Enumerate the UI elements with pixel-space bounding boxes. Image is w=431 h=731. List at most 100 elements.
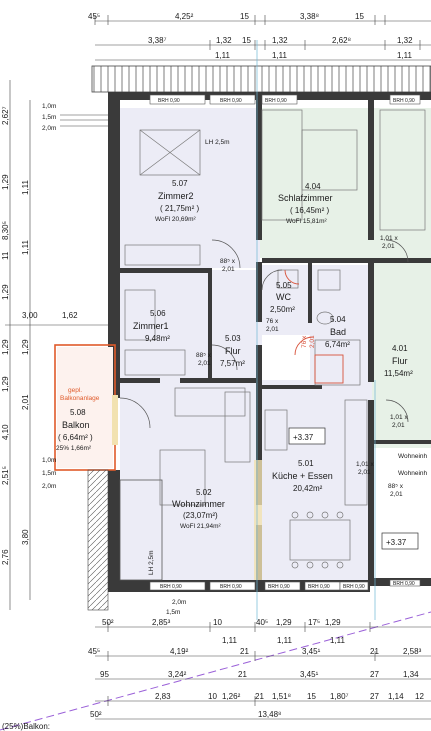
door-4-b: 2,01 [309, 335, 316, 348]
dim-b-19: 21 [238, 670, 247, 679]
dim-b-1: 50² [102, 618, 114, 627]
height-5: 1,5m [42, 470, 56, 477]
dim-b-5: 1,29 [276, 618, 292, 627]
dim-top-7: 1,32 [216, 36, 232, 45]
beam-1 [254, 460, 262, 580]
dim-v-7: 1,29 [1, 339, 10, 355]
left-dimension-labels: 1,0m 1,5m 2,0m 1,0m 1,5m 2,0m 3,00 1,62 [22, 103, 78, 490]
room-area: 2,50m² [270, 305, 295, 314]
room-fills [120, 108, 431, 580]
room-name: Flur [225, 346, 241, 356]
dim-v-12: 4,10 [1, 424, 10, 440]
door-1-a: 88⁵ x [220, 258, 236, 265]
dim-top-12: 1,11 [215, 51, 231, 60]
dim-b-17: 95 [100, 670, 109, 679]
door-swings [119, 239, 409, 429]
top-dimensions [94, 15, 431, 61]
dim-top-4: 3,38⁸ [300, 12, 319, 21]
dim-top-5: 15 [355, 12, 364, 21]
room-wofl: WoFl 21,94m² [180, 523, 222, 530]
lh-label-side: LH 2,5m [148, 550, 155, 575]
dim-b-6: 17⁵ [308, 618, 320, 627]
dim-top-10: 2,62⁸ [332, 36, 351, 45]
dim-b-7: 1,29 [325, 618, 341, 627]
room-name: Balkon [62, 420, 90, 430]
dim-top-3: 15 [240, 12, 249, 21]
room-number: 5.04 [330, 315, 346, 324]
dim-v-1: 2,62⁷ [1, 106, 10, 125]
footer-balkon: (25%)Balkon: [2, 722, 50, 731]
room-area: 11,54m² [384, 369, 413, 378]
room-number: 5.05 [276, 281, 292, 290]
room-number: 5.07 [172, 179, 188, 188]
door-6-a: 1,01 x [380, 235, 398, 242]
dim-b-22: 1,34 [403, 670, 419, 679]
door-1-b: 2,01 [222, 266, 235, 273]
dim-b-29: 1,80⁷ [330, 692, 349, 701]
lh-label-top: LH 2,5m [205, 139, 230, 146]
dim-b-3: 10 [213, 618, 222, 627]
room-balkon: 5.08 Balkon ( 6,64m² ) 25% 1,66m² [56, 408, 93, 452]
door-2-b: 2,01 [198, 360, 211, 367]
dim-top-9: 1,32 [272, 36, 288, 45]
dim-v-3: 8,30⁵ [1, 221, 10, 240]
dim-b-34: 13,48⁸ [258, 710, 281, 719]
dim-b-12: 4,19² [170, 647, 189, 656]
door-4-a: 76 x [301, 335, 308, 348]
svg-text:+3.37: +3.37 [386, 538, 407, 547]
door-6-b: 2,01 [382, 243, 395, 250]
room-flur-4: 4.01 Flur 11,54m² [384, 344, 413, 378]
dim-b-14: 3,45¹ [302, 647, 321, 656]
door-5-a: 1,01 x [390, 414, 408, 421]
wohneinh-label-2: Wohneinh [398, 470, 428, 477]
door-2-a: 88⁵ x [196, 352, 212, 359]
room-flur-5: 5.03 Flur 7,57m² [220, 334, 245, 368]
dim-b-9: 1,11 [277, 636, 293, 645]
room-number: 5.01 [298, 459, 314, 468]
room-area: ( 16,45m² ) [290, 206, 329, 215]
dim-v-4: 11 [1, 251, 10, 260]
door-7-b: 2,01 [358, 469, 371, 476]
dim-left-h2: 1,62 [62, 311, 78, 320]
dim-b-27: 1,51⁸ [272, 692, 291, 701]
room-name: Zimmer2 [158, 191, 194, 201]
level-mark-2: +3.37 [381, 532, 419, 550]
room-wohnzimmer: 5.02 Wohnzimmer (23,07m²) WoFl 21,94m² [172, 488, 225, 530]
dim-v-14: 2,76 [1, 549, 10, 565]
room-name: Zimmer1 [133, 321, 169, 331]
room-name: Flur [392, 356, 408, 366]
height-bottom-1: 2,0m [172, 599, 186, 606]
dim-b-33: 50² [90, 710, 102, 719]
door-5-b: 2,01 [392, 422, 405, 429]
room-name: Küche + Essen [272, 471, 333, 481]
dim-left-h1: 3,00 [22, 311, 38, 320]
level-mark-1: +3.37 [288, 427, 326, 445]
window-label-4: BRH 0,90 [393, 98, 415, 104]
room-name: Bad [330, 327, 346, 337]
room-area: ( 6,64m² ) [58, 433, 93, 442]
dim-v-6: 1,11 [21, 179, 30, 195]
dim-b-26: 21 [255, 692, 264, 701]
room-number: 5.06 [150, 309, 166, 318]
door-labels: 88⁵ x 2,01 88⁵ x 2,01 76 x 2,01 76 x 2,0… [196, 235, 408, 498]
window-label-10: BRH 0,90 [393, 581, 415, 587]
door-7-a: 1,01 x [356, 461, 374, 468]
room-number: 5.02 [196, 488, 212, 497]
wohneinh-label-1: Wohneinh [398, 453, 428, 460]
room-zimmer1: 5.06 Zimmer1 9,48m² [133, 309, 170, 343]
dim-b-28: 15 [307, 692, 316, 701]
room-name: Schlafzimmer [278, 193, 333, 203]
shower [314, 354, 344, 384]
room-schlafzimmer: 4.04 Schlafzimmer ( 16,45m² ) WoFl 15,81… [278, 182, 333, 225]
room-area: 6,74m² [325, 340, 350, 349]
door-3-a: 76 x [266, 318, 279, 325]
window-label-5: BRH 0,90 [160, 584, 182, 590]
room-bad: 5.04 Bad 6,74m² [325, 315, 350, 349]
dim-b-20: 3,45¹ [300, 670, 319, 679]
dim-top-1: 45⁵ [88, 12, 100, 21]
height-3: 2,0m [42, 125, 56, 132]
window-label-3: BRH 0,90 [265, 98, 287, 104]
height-2: 1,5m [42, 114, 56, 121]
bath-door-swing [294, 336, 314, 356]
